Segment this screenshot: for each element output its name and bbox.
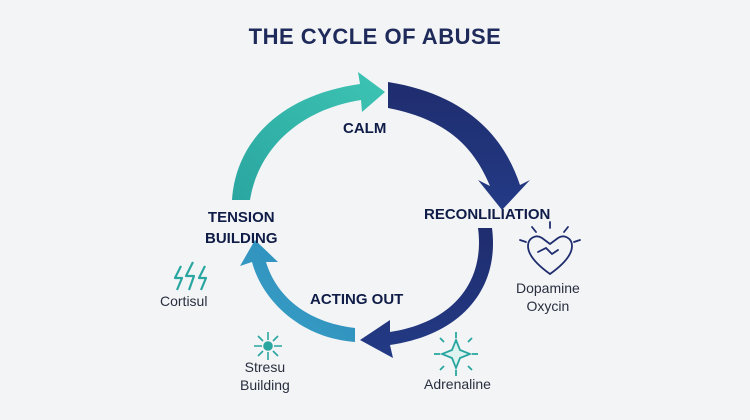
stage-calm-label: CALM: [343, 120, 387, 137]
starburst-icon-stress: [254, 332, 282, 360]
lightning-icon: [173, 261, 208, 291]
arc-acting-out-to-tension: [240, 240, 355, 342]
arc-tension-to-calm: [232, 72, 385, 200]
stage-acting-out-label: ACTING OUT: [310, 291, 404, 308]
starburst-icon-adrenaline: [434, 332, 478, 376]
arc-calm-to-acting-out: [388, 82, 530, 210]
stage-reconciliation-label: RECONLILIATION: [424, 206, 551, 223]
heart-handshake-icon: [519, 221, 581, 276]
diagram-title: THE CYCLE OF ABUSE: [248, 24, 502, 49]
stage-tension-building-label: TENSION BUILDING: [205, 209, 278, 247]
hormone-cortisol-label: Cortisul: [160, 293, 208, 309]
hormone-dopamine-label: Dopamine Oxycin: [516, 280, 580, 314]
hormone-adrenaline-label: Adrenaline: [424, 376, 491, 392]
hormone-stress-label: Stresu Building: [240, 359, 290, 393]
arc-reconciliation-segment: [360, 228, 494, 358]
